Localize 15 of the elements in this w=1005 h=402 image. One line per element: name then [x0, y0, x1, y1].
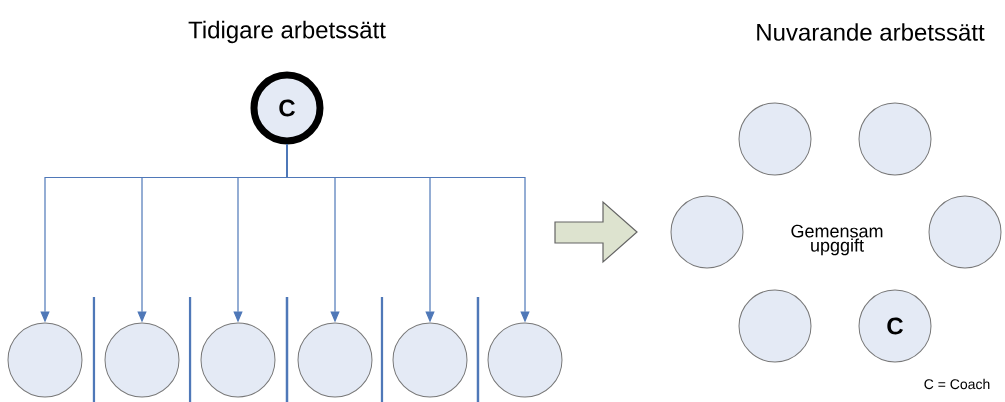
person-circle	[928, 195, 1002, 269]
person-circle	[200, 322, 276, 398]
center-text: Gemensam upggift	[791, 224, 883, 256]
person-circle	[104, 322, 180, 398]
person-circle	[858, 102, 932, 176]
person-circle	[297, 322, 373, 398]
person-circle	[487, 322, 563, 398]
person-circle	[738, 289, 812, 363]
person-circle	[670, 195, 744, 269]
person-circle	[392, 322, 468, 398]
person-circle	[7, 322, 83, 398]
person-circle	[738, 102, 812, 176]
heading: Tidigare arbetssätt	[188, 20, 386, 44]
legend-note: C = Coach	[924, 378, 990, 390]
heading: Nuvarande arbetssätt	[757, 23, 985, 41]
